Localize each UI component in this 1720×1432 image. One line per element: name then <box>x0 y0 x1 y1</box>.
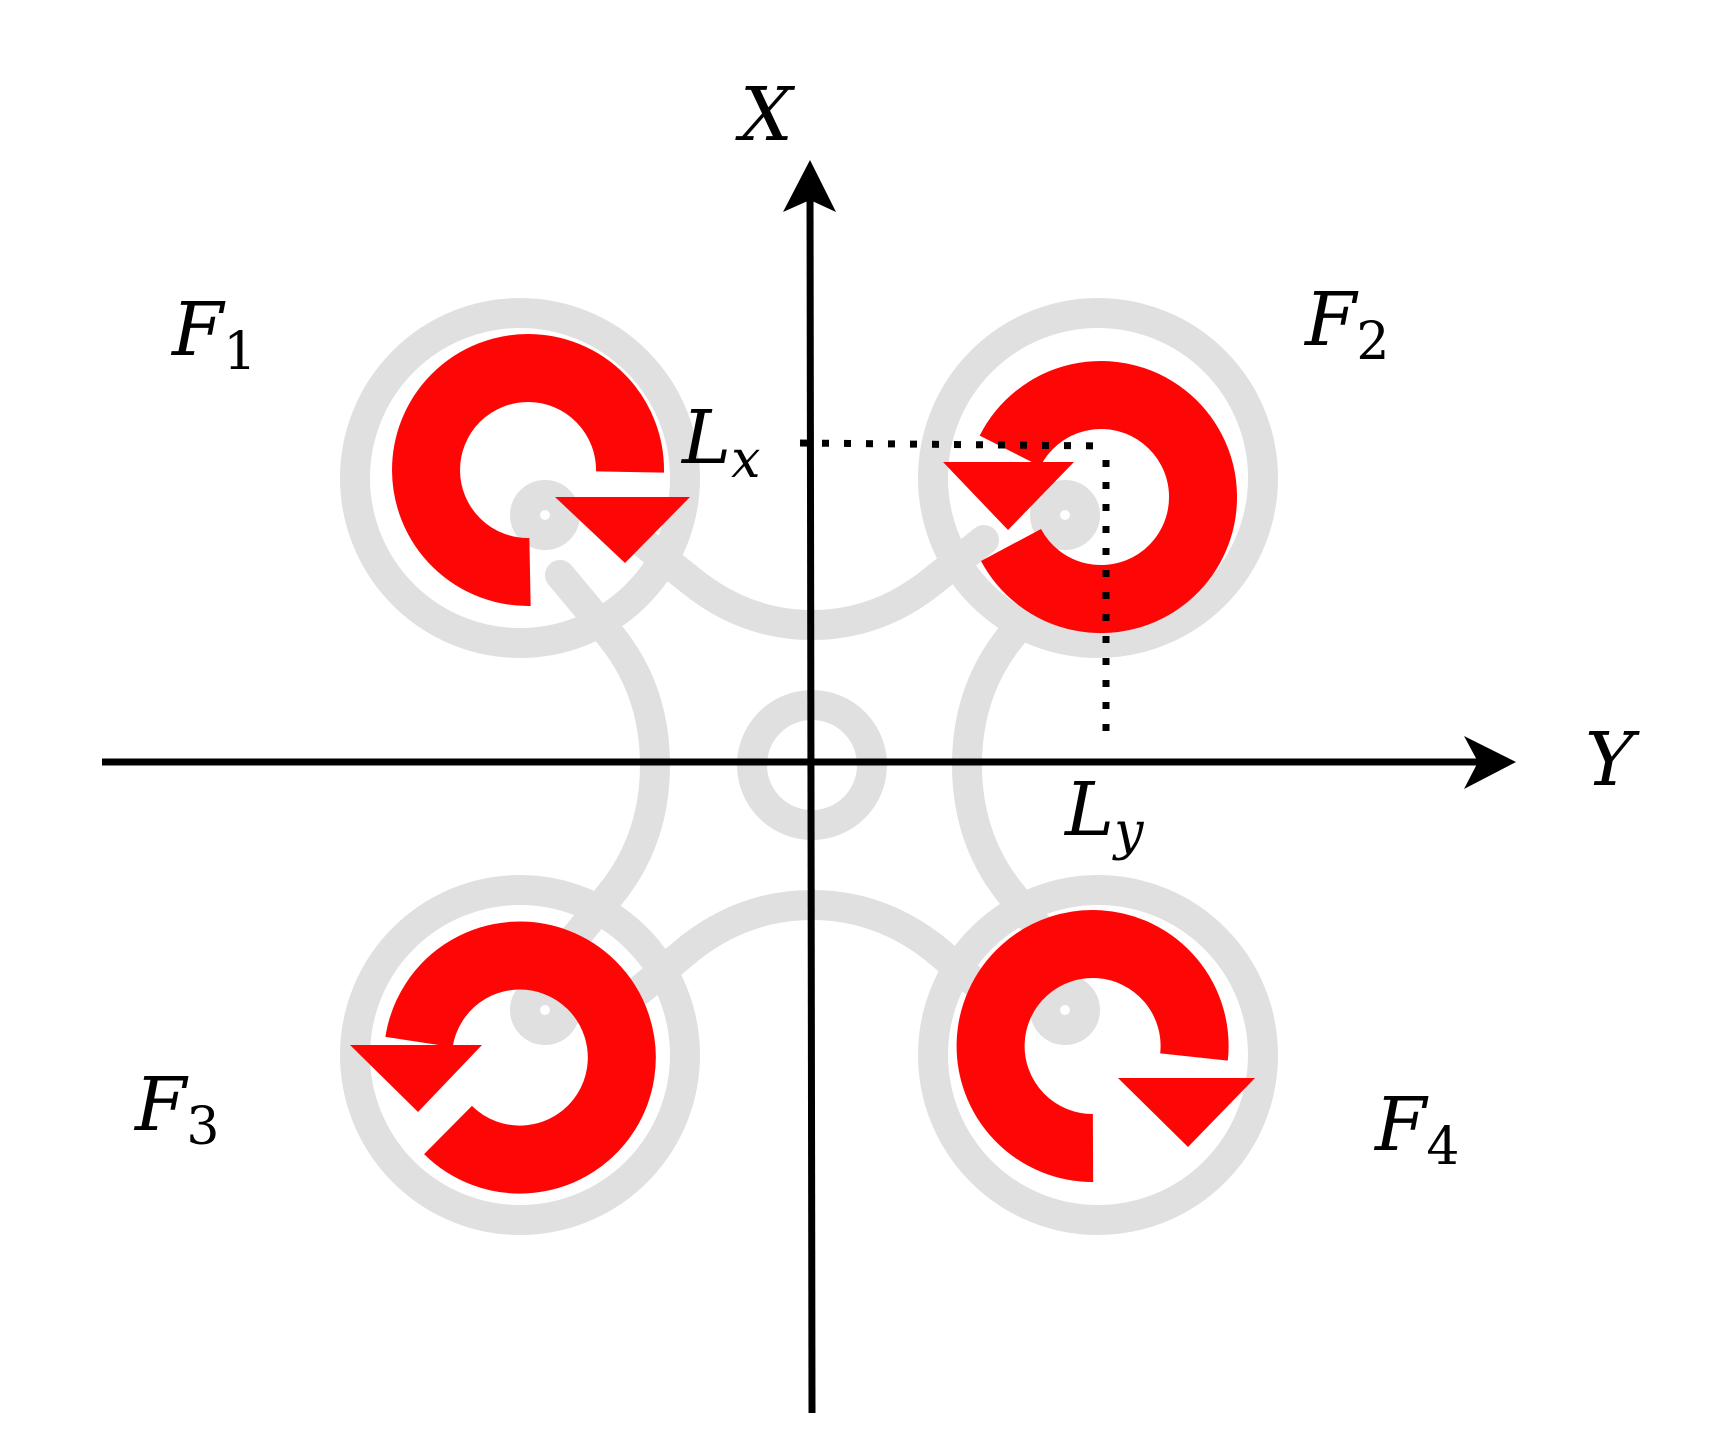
rotor-label-f3: F3 <box>133 1062 219 1157</box>
rotor-label-f4: F4 <box>1373 1082 1459 1177</box>
x-axis-arrowhead <box>783 160 836 212</box>
rotor-guard-f3 <box>340 875 700 1235</box>
rotation-arrow-f4-arc <box>956 910 1229 1183</box>
y-axis-label: Y <box>1585 717 1640 803</box>
ly-label-sub: y <box>1112 802 1144 862</box>
x-axis-label: X <box>735 72 796 158</box>
lx-label-main: L <box>680 395 731 481</box>
lx-dotted-line <box>799 439 1107 450</box>
rotor-label-f4-main: F <box>1373 1082 1429 1168</box>
lx-label-sub: x <box>731 430 760 490</box>
rotation-arrow-f3-head <box>350 1045 482 1112</box>
dimension-lines <box>799 439 1110 742</box>
ly-label: Ly <box>1063 767 1144 862</box>
motor-hub-f4 <box>1030 975 1100 1045</box>
rotor-label-f2-main: F <box>1303 277 1359 363</box>
rotation-arrowheads <box>350 462 1255 1147</box>
rotor-label-f3-main: F <box>133 1062 189 1148</box>
rotation-arrow-f1-head <box>555 497 690 563</box>
motor-hub-f1 <box>510 480 580 550</box>
lx-label: Lx <box>680 395 760 490</box>
rotor-label-f4-sub: 4 <box>1426 1117 1459 1177</box>
rotor-label-f1-sub: 1 <box>223 322 256 382</box>
axes <box>102 160 1516 1414</box>
rotor-label-f2: F2 <box>1303 277 1389 372</box>
rotor-guard-f1 <box>340 298 700 658</box>
rotor-label-f3-sub: 3 <box>186 1097 219 1157</box>
rotation-arrow-f3-arc <box>385 921 656 1194</box>
rotor-guard-f4 <box>918 875 1278 1235</box>
y-axis-arrowhead <box>1464 736 1516 789</box>
rotation-arrow-f1-arc <box>392 334 665 607</box>
rotor-label-f2-sub: 2 <box>1356 312 1389 372</box>
rotation-arrow-f4-head <box>1118 1078 1255 1147</box>
x-axis-line <box>806 189 816 1414</box>
motor-hub-f2 <box>1030 480 1100 550</box>
rotation-arrow-f2-head <box>943 462 1074 530</box>
rotation-arrows <box>385 334 1237 1194</box>
rotor-guard-f2 <box>918 298 1278 658</box>
rotation-arrow-f2-arc <box>979 361 1237 634</box>
rotor-label-f1-main: F <box>170 287 226 373</box>
ly-label-main: L <box>1063 767 1114 853</box>
rotor-label-f1: F1 <box>170 287 256 382</box>
